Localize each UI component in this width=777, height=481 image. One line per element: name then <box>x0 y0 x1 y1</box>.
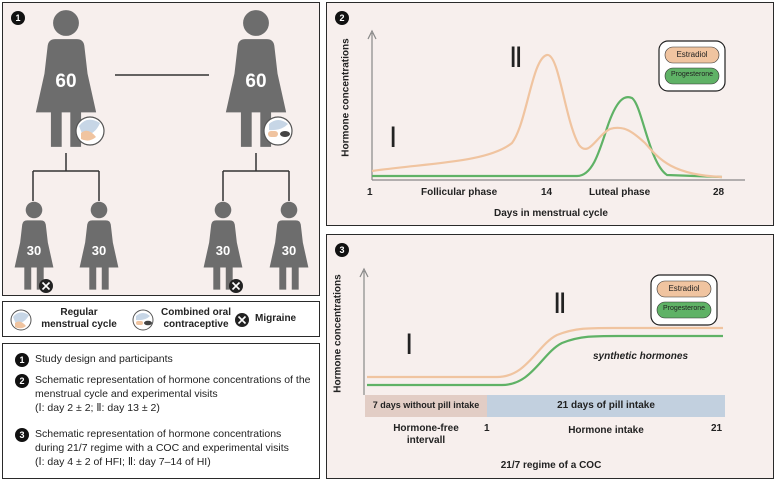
estradiol-curve <box>367 326 723 379</box>
desc-item-1: Study design and participants <box>35 353 173 365</box>
regular-cycle-icon <box>75 116 105 146</box>
count-bottom-1: 30 <box>26 243 42 258</box>
panel-2-badge: 2 <box>335 11 349 25</box>
desc-item-3: Schematic representation of hormone conc… <box>35 428 289 468</box>
desc-badge-2: 2 <box>15 374 29 388</box>
coc-hormone-graph <box>359 267 725 417</box>
panel-1-badge: 1 <box>11 11 25 25</box>
desc-item-2: Schematic representation of hormone conc… <box>35 374 311 414</box>
tick-28: 28 <box>713 187 725 198</box>
bar-hfi <box>365 395 487 417</box>
progesterone-curve <box>372 96 723 179</box>
marker-I: Ⅰ <box>405 330 414 361</box>
tick-1: 1 <box>367 187 373 198</box>
tick-14: 14 <box>541 187 553 198</box>
legend-progesterone-label: Progesterone <box>670 71 714 78</box>
legend-migraine-label: Migraine <box>255 313 297 324</box>
legend-migraine-icon <box>235 313 249 327</box>
marker-II: Ⅱ <box>509 43 523 74</box>
count-bottom-3: 30 <box>215 243 231 258</box>
menstrual-hormone-graph <box>367 29 745 181</box>
legend-box: Regular menstrual cycle Combined oral co… <box>2 301 320 337</box>
phase-follicular: Follicular phase <box>421 187 498 198</box>
legend-coc-label: Combined oral contraceptive <box>160 307 231 330</box>
legend-regular-label: Regular menstrual cycle <box>41 307 117 330</box>
legend-coc-icon <box>132 309 154 331</box>
y-axis-arrow-icon <box>367 29 377 40</box>
legend-estradiol-label: Estradiol <box>676 50 708 59</box>
panel-3-xlabel: 21/7 regime of a COC <box>500 460 602 471</box>
count-top-left: 60 <box>55 71 77 92</box>
phase-luteal: Luteal phase <box>589 187 651 198</box>
panel-2-xlabel: Days in menstrual cycle <box>494 208 608 219</box>
progesterone-curve <box>367 334 723 387</box>
coc-icon <box>263 116 293 146</box>
desc-badge-3: 3 <box>15 428 29 442</box>
y-axis-arrow-icon <box>359 267 369 278</box>
migraine-icon-2 <box>229 279 243 293</box>
marker-II: Ⅱ <box>553 289 567 320</box>
phase-hi-label: Hormone intake <box>568 425 644 436</box>
legend-progesterone-label: Progesterone <box>662 305 706 312</box>
panel-menstrual-cycle: 2 Hormone concentrations Ⅰ Ⅱ Estradiol P… <box>326 2 774 226</box>
panel-2-legend <box>658 40 726 92</box>
bar-hi <box>487 395 725 417</box>
legend-regular-icon <box>10 309 32 331</box>
tree-lines <box>32 153 290 201</box>
description-box: 1 Study design and participants 2 Schema… <box>2 343 320 479</box>
migraine-icon-1 <box>39 279 53 293</box>
panel-study-design: 1 <box>2 2 320 296</box>
synthetic-hormones-annotation: synthetic hormones <box>593 351 689 362</box>
count-bottom-2: 30 <box>91 243 107 258</box>
bar-hi-label: 21 days of pill intake <box>557 400 655 411</box>
estradiol-curve <box>371 53 723 179</box>
panel-3-ylabel: Hormone concentrations <box>332 274 344 393</box>
marker-I: Ⅰ <box>389 123 398 154</box>
count-bottom-4: 30 <box>281 243 297 258</box>
panel-3-badge: 3 <box>335 243 349 257</box>
bar-hfi-label: 7 days without pill intake <box>372 400 480 410</box>
panel-coc-regime: 3 Hormone concentrations Ⅰ Ⅱ synthetic h… <box>326 234 774 479</box>
count-top-right: 60 <box>245 71 267 92</box>
panel-3-legend <box>650 274 718 326</box>
phase-hfi-label: Hormone-free intervall <box>393 423 459 446</box>
panel-2-ylabel: Hormone concentrations <box>340 38 352 157</box>
desc-badge-1: 1 <box>15 353 29 367</box>
legend-estradiol-label: Estradiol <box>668 284 700 293</box>
study-design-graphic <box>14 10 309 293</box>
tick-21: 21 <box>711 423 723 434</box>
tick-1: 1 <box>484 423 490 434</box>
